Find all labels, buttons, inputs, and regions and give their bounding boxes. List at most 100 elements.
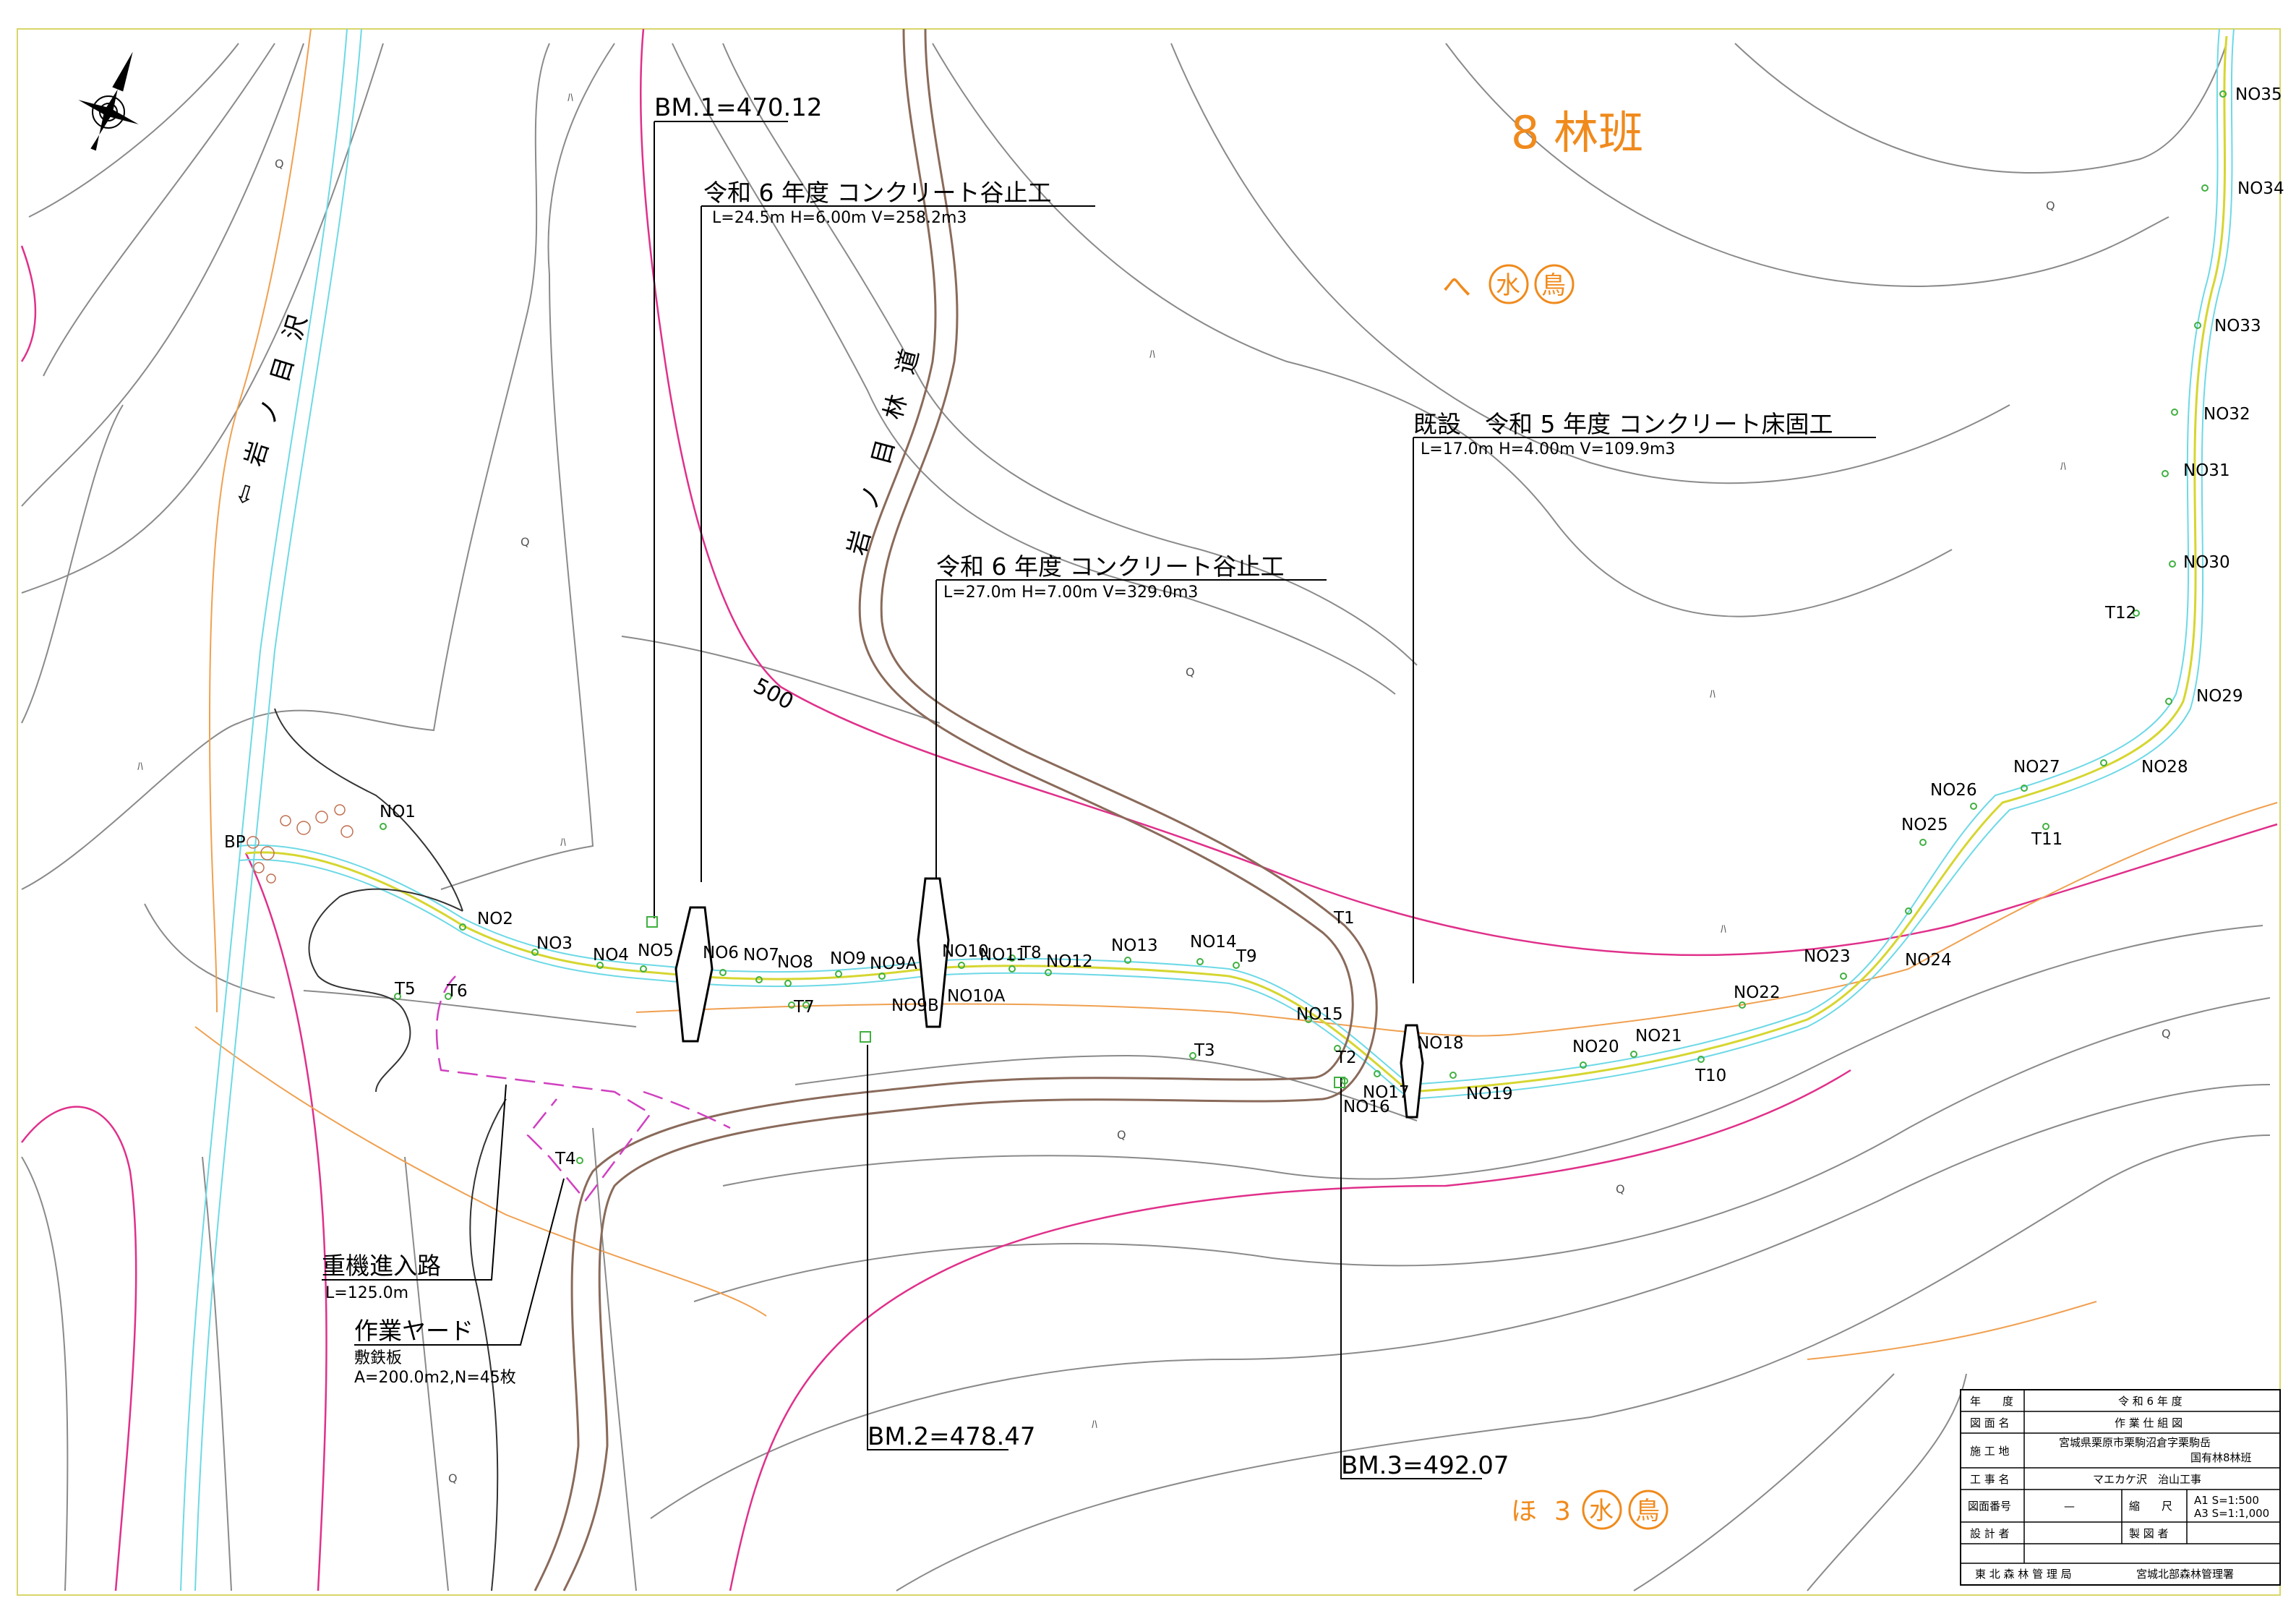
station-label: NO3 xyxy=(536,934,573,953)
direction-lower: ほ xyxy=(1511,1497,1537,1526)
svg-text:Q: Q xyxy=(1186,665,1195,679)
streams xyxy=(180,28,2235,1591)
station-label: NO22 xyxy=(1734,983,1781,1002)
station-label: NO1 xyxy=(380,803,416,821)
station-label: NO18 xyxy=(1417,1034,1464,1053)
traverse-label: T9 xyxy=(1235,947,1257,966)
traverse-label: T8 xyxy=(1020,944,1042,962)
tb-drafter-label: 製 図 者 xyxy=(2129,1527,2169,1540)
tb-row-4-label: 工 事 名 xyxy=(1970,1473,2010,1486)
forest-road xyxy=(534,28,1378,1591)
station-label: NO23 xyxy=(1804,947,1851,966)
station-label: NO34 xyxy=(2237,179,2284,198)
station-label: NO10 xyxy=(942,942,989,961)
direction-upper: へ xyxy=(1442,270,1471,304)
dam-3-icon xyxy=(1400,1024,1424,1119)
tb-row-3-value2: 国有林8林班 xyxy=(2190,1451,2252,1464)
svg-text:ﾊ: ﾊ xyxy=(137,759,143,773)
circled-char-1: 水 xyxy=(1496,271,1520,300)
svg-text:ﾊ: ﾊ xyxy=(1721,922,1726,936)
direction-lower-num: 3 xyxy=(1554,1497,1571,1526)
station-markers xyxy=(380,90,2227,1164)
dam-2-icon xyxy=(917,877,950,1028)
svg-text:ﾊ: ﾊ xyxy=(1710,687,1715,701)
station-label: NO2 xyxy=(477,910,513,928)
tb-scale-a1: A1 S=1:500 xyxy=(2194,1494,2259,1507)
tb-designer-label: 設 計 者 xyxy=(1970,1527,2010,1540)
station-label: NO11 xyxy=(980,946,1027,965)
station-label: NO10A xyxy=(947,987,1006,1006)
svg-text:ﾊ: ﾊ xyxy=(567,90,573,104)
station-label: NO33 xyxy=(2214,317,2261,336)
svg-text:Q: Q xyxy=(2162,1027,2171,1040)
traverse-labels: T1 T2 T3 T4 T5 T6 T7 T8 T9 T10 T11 T12 xyxy=(394,604,2136,1168)
boundary-lines xyxy=(194,28,2278,1360)
access-road xyxy=(274,708,507,1591)
traverse-label: T1 xyxy=(1333,909,1355,928)
compartment-label: 8 林班 xyxy=(1511,106,1643,159)
leader-lines xyxy=(322,121,1876,1479)
structure-3-spec: L=17.0m H=4.00m V=109.9m3 xyxy=(1421,440,1675,458)
svg-text:Q: Q xyxy=(1117,1128,1126,1142)
circled-char-4: 鳥 xyxy=(1635,1497,1660,1526)
svg-text:ﾊ: ﾊ xyxy=(1092,1417,1097,1431)
dam-1-icon xyxy=(674,906,714,1043)
road-name: 岩 ノ 目 林 道 xyxy=(842,339,927,558)
title-block: 年 度 令 和 6 年 度 図 面 名 作 業 仕 組 図 施 工 地 宮城県栗… xyxy=(1960,1389,2281,1586)
svg-text:ﾊ: ﾊ xyxy=(560,835,566,849)
tb-scale-label: 縮 尺 xyxy=(2129,1500,2172,1513)
dam-structures xyxy=(674,877,1424,1119)
station-label: NO20 xyxy=(1572,1038,1619,1056)
tb-row-3-value: 宮城県栗原市栗駒沼倉字栗駒岳 xyxy=(2059,1436,2211,1449)
traverse-label: T5 xyxy=(394,980,416,999)
station-label: NO19 xyxy=(1466,1085,1513,1103)
contour-label: 500 xyxy=(749,673,797,715)
tb-drawing-no-label: 図面番号 xyxy=(1968,1500,2011,1513)
station-label: NO15 xyxy=(1296,1005,1343,1024)
station-label: NO9 xyxy=(830,949,866,968)
traverse-label: T10 xyxy=(1695,1067,1726,1085)
station-label: NO27 xyxy=(2013,758,2060,777)
benchmark-1: BM.1=470.12 xyxy=(654,93,823,122)
sheet-border xyxy=(17,28,2281,1596)
station-label: NO21 xyxy=(1635,1027,1682,1046)
structure-3-title: 既設 令和 5 年度 コンクリート床固工 xyxy=(1413,410,1833,438)
terrain-symbols: ﾊ Q ﾊ Q ﾊ Q Q ﾊ ﾊ ﾊ ﾊ Q Q Q ﾊ Q xyxy=(137,90,2171,1485)
svg-text:Q: Q xyxy=(1616,1182,1625,1196)
traverse-label: T4 xyxy=(554,1150,576,1168)
station-label: NO5 xyxy=(638,941,674,960)
tb-row-4-value: マエカケ沢 治山工事 xyxy=(2093,1473,2201,1486)
station-label: NO4 xyxy=(593,946,629,965)
svg-text:Q: Q xyxy=(2046,199,2055,213)
traverse-label: T3 xyxy=(1194,1041,1215,1060)
station-label: NO30 xyxy=(2183,553,2230,572)
survey-centerline xyxy=(245,35,2228,1093)
svg-text:ﾊ: ﾊ xyxy=(2060,459,2066,473)
station-label: NO9A xyxy=(870,954,917,973)
traverse-label: T11 xyxy=(2031,830,2062,849)
svg-text:Q: Q xyxy=(521,535,530,549)
tb-bureau: 東 北 森 林 管 理 局 xyxy=(1975,1568,2072,1581)
station-label: NO6 xyxy=(703,944,739,962)
work-yard-spec: A=200.0m2,N=45枚 xyxy=(354,1369,516,1387)
svg-text:Q: Q xyxy=(448,1471,458,1485)
index-contours xyxy=(20,28,2278,1591)
work-yard xyxy=(435,975,731,1202)
tb-scale-a3: A3 S=1:1,000 xyxy=(2194,1507,2269,1520)
contour-lines xyxy=(21,43,2271,1591)
station-label: NO7 xyxy=(743,946,779,965)
structure-2-title: 令和 6 年度 コンクリート谷止工 xyxy=(936,552,1284,581)
traverse-label: T2 xyxy=(1335,1048,1357,1067)
svg-text:ﾊ: ﾊ xyxy=(1149,347,1155,361)
station-label: NO9B xyxy=(891,996,939,1015)
structure-1-spec: L=24.5m H=6.00m V=258.2m3 xyxy=(712,209,967,227)
access-road-spec: L=125.0m xyxy=(325,1284,408,1302)
access-road-title: 重機進入路 xyxy=(322,1252,441,1280)
circled-char-2: 鳥 xyxy=(1541,271,1566,300)
station-label: NO12 xyxy=(1046,952,1093,971)
svg-text:Q: Q xyxy=(275,157,284,171)
station-label: BP xyxy=(224,833,246,852)
station-label: NO31 xyxy=(2183,461,2230,480)
station-label: NO16 xyxy=(1343,1098,1390,1116)
benchmark-3: BM.3=492.07 xyxy=(1341,1451,1509,1480)
